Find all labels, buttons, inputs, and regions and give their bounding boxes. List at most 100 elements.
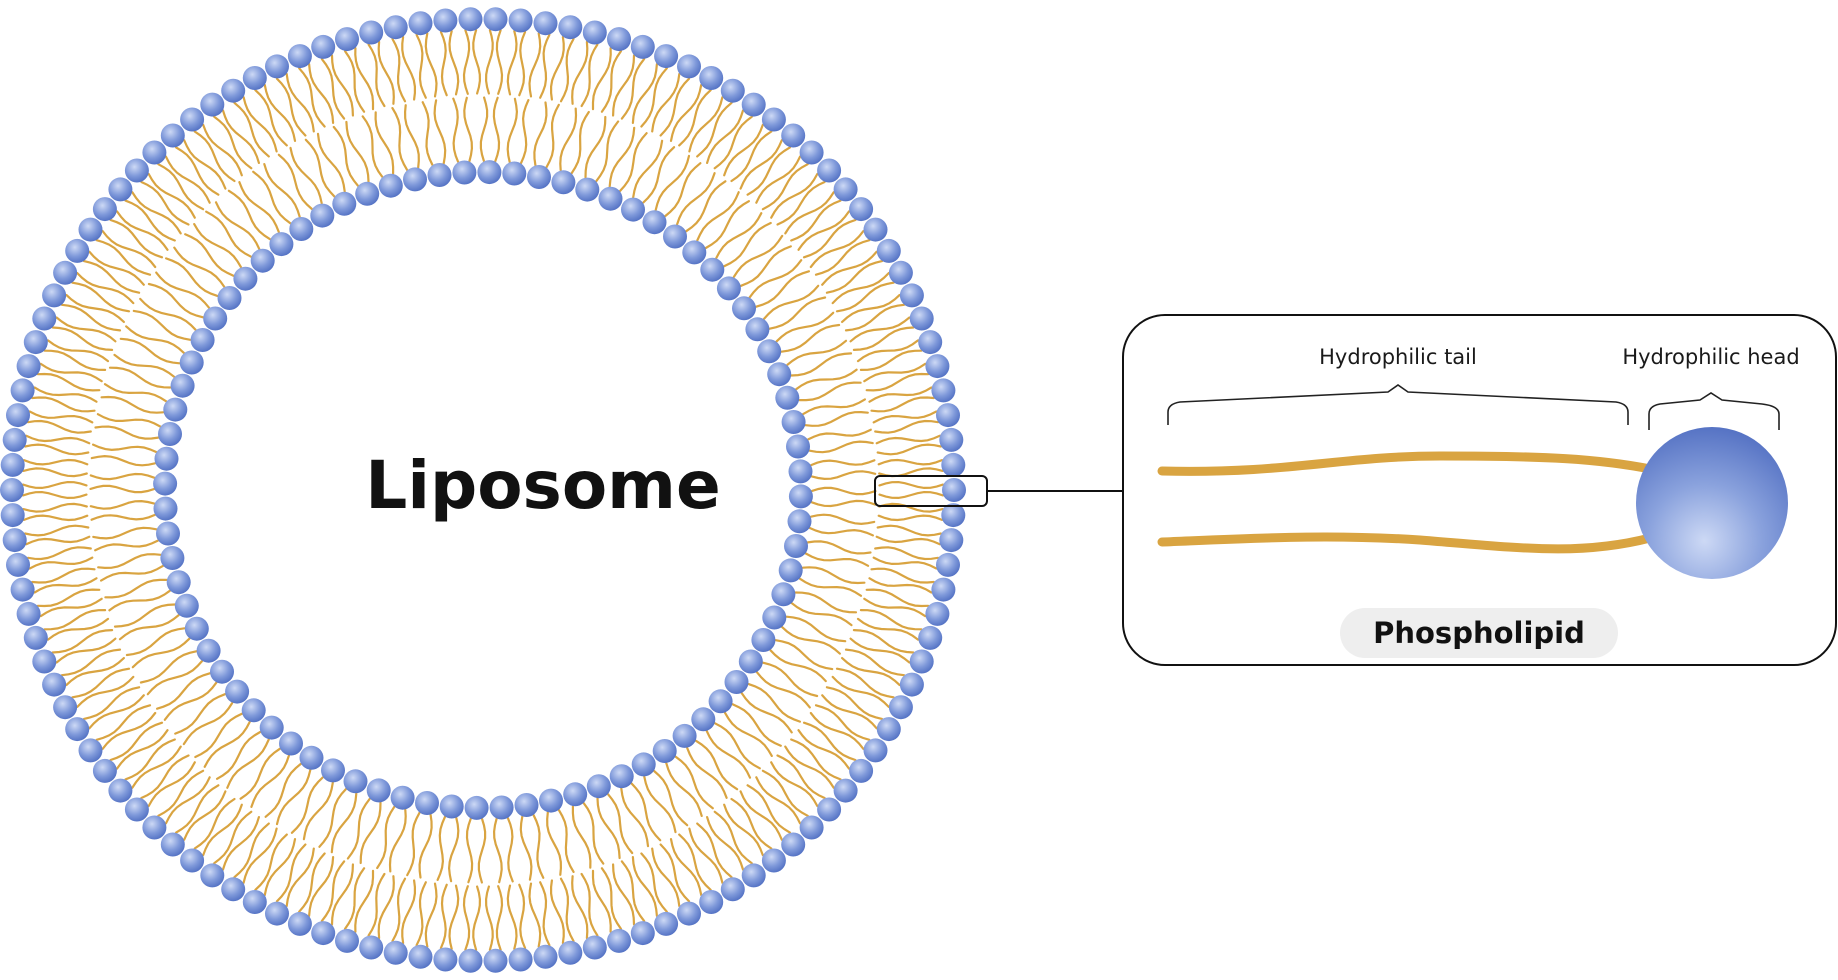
lipid-tail	[184, 233, 235, 277]
lipid-head	[477, 160, 502, 185]
lipid-tail	[874, 546, 940, 561]
lipid-tail	[550, 879, 565, 945]
lipid-tail	[226, 738, 270, 789]
lipid-head	[508, 947, 533, 972]
lipid-head	[621, 197, 645, 222]
lipid-tail	[810, 499, 877, 508]
lipid-tail	[875, 434, 941, 445]
lipid-tail	[238, 181, 280, 234]
lipid-tail	[876, 443, 942, 456]
lipid-tail	[90, 454, 157, 467]
lipid-head	[221, 877, 246, 902]
lipid-tail	[746, 146, 791, 196]
lipid-tail	[60, 303, 122, 332]
lipid-tail	[433, 99, 447, 165]
lipid-head	[92, 758, 117, 783]
lipid-tail	[770, 761, 819, 808]
lipid-tail	[619, 132, 648, 192]
lipid-head	[65, 238, 90, 263]
lipid-tail	[825, 260, 884, 294]
lipid-tail	[401, 879, 416, 945]
lipid-tail	[608, 126, 636, 188]
lipid-head	[366, 778, 391, 803]
lipid-tail	[242, 827, 278, 884]
lipid-head	[699, 890, 724, 914]
lipid-head	[166, 570, 191, 595]
lipid-tail	[263, 163, 301, 218]
lipid-head	[483, 948, 508, 973]
lipid-tail	[39, 597, 103, 618]
lipid-tail	[768, 296, 827, 330]
lipid-head	[799, 815, 824, 840]
lipid-tail	[678, 89, 712, 147]
lipid-head	[654, 44, 679, 69]
lipid-tail	[115, 210, 169, 251]
lipid-head	[32, 306, 57, 331]
tail-label: Hydrophilic tail	[1319, 345, 1477, 369]
lipid-head	[458, 7, 483, 32]
lipid-tail	[852, 629, 915, 654]
lipid-tail	[844, 648, 906, 677]
lipid-head	[781, 832, 806, 857]
lipid-tail	[285, 847, 315, 908]
lipid-tail	[60, 648, 122, 677]
lipid-tail	[254, 833, 288, 891]
lipid-tail	[155, 271, 211, 309]
lipid-head	[863, 217, 888, 242]
lipid-tail	[570, 110, 590, 175]
lipid-tail	[706, 816, 745, 871]
lipid-tail	[807, 428, 872, 441]
lipid-tail	[415, 881, 427, 947]
lipid-tail	[790, 199, 842, 242]
lipid-head	[299, 745, 324, 770]
lipid-tail	[640, 852, 668, 913]
lipid-head	[508, 8, 533, 33]
lipid-head	[863, 738, 888, 763]
lipid-tail	[448, 884, 460, 950]
lipid-head	[174, 593, 199, 618]
lipid-tail	[654, 154, 691, 212]
lipid-tail	[25, 535, 91, 546]
lipid-head	[833, 177, 858, 202]
lipid-tail	[374, 111, 395, 175]
lipid-tail	[484, 885, 494, 951]
lipid-head	[210, 659, 234, 684]
lipid-tail	[559, 37, 575, 103]
lipid-tail	[51, 629, 114, 654]
lipid-head	[265, 901, 289, 926]
lipid-tail	[533, 101, 548, 167]
lipid-tail	[36, 588, 101, 608]
lipid-head	[762, 605, 787, 630]
lipid-head	[332, 191, 357, 216]
lipid-tail	[465, 817, 474, 884]
lipid-head	[383, 15, 408, 40]
lipid-tail	[113, 603, 176, 628]
lipid-head	[403, 167, 427, 192]
lipid-tail	[612, 863, 636, 926]
lipid-head	[775, 385, 800, 410]
lipid-tail	[723, 221, 772, 268]
lipid-tail	[89, 472, 156, 481]
lipid-tail	[600, 867, 622, 930]
lipid-tail	[156, 672, 211, 710]
lipid-tail	[849, 637, 911, 664]
lipid-head	[539, 788, 563, 813]
lipid-tail	[391, 107, 409, 171]
lipid-head	[10, 378, 35, 403]
lipid-tail	[298, 67, 326, 128]
lipid-tail	[479, 96, 489, 163]
lipid-tail	[104, 578, 168, 599]
lipid-head	[654, 911, 679, 936]
lipid-tail	[704, 200, 750, 250]
lipid-head	[931, 378, 956, 403]
lipid-tail	[746, 784, 791, 834]
lipid-tail	[71, 281, 131, 313]
lipid-head	[108, 778, 133, 803]
lipid-head	[586, 774, 611, 799]
lipid-head	[16, 601, 41, 626]
lipid-tail	[686, 746, 728, 799]
lipid-head	[876, 238, 901, 263]
lipid-tail	[131, 191, 182, 235]
lipid-tail	[345, 120, 370, 183]
